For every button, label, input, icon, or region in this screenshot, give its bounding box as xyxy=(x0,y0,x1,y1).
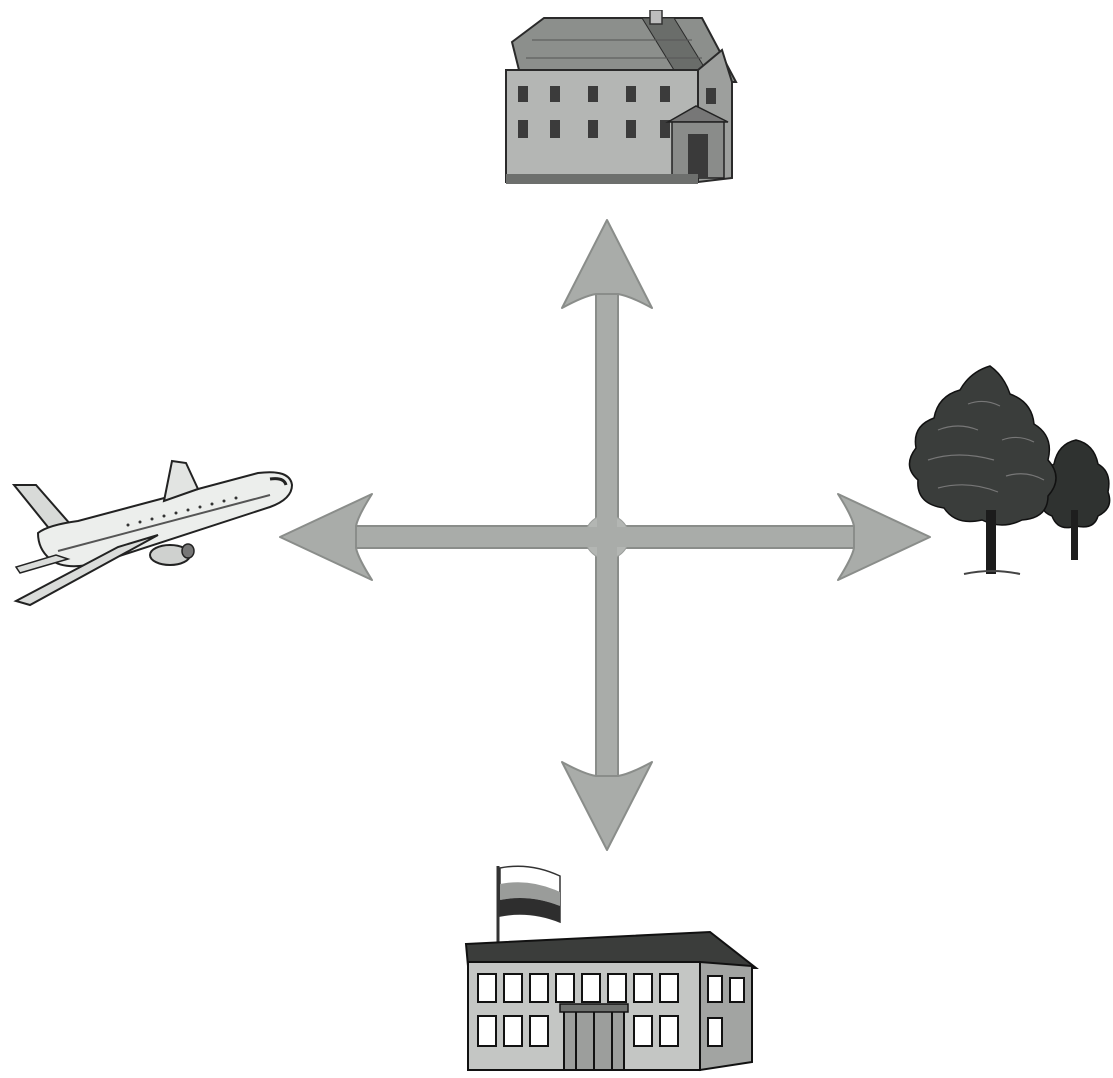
cross-arrows xyxy=(270,210,940,860)
trees-icon xyxy=(898,360,1113,580)
arrow-head-down xyxy=(561,761,653,851)
school-building-icon xyxy=(460,862,760,1074)
arrow-head-up xyxy=(561,219,653,309)
cross-arrows-svg xyxy=(279,219,931,851)
house-icon xyxy=(492,10,748,188)
arrow-head-left xyxy=(279,493,373,581)
airplane-icon xyxy=(8,455,298,610)
arrow-head-right xyxy=(837,493,931,581)
